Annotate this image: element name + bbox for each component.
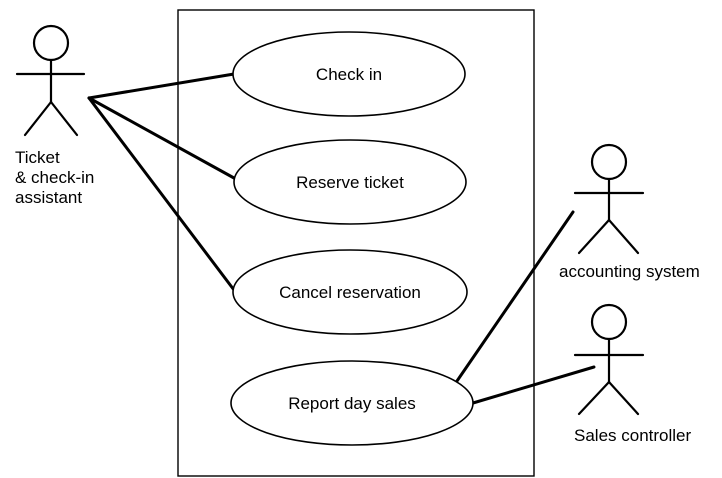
use-case-cancel-reservation: Cancel reservation <box>232 249 468 335</box>
actor-label: Ticket <box>15 148 60 167</box>
actor-sales-controller: Sales controller <box>573 303 692 445</box>
use-case-label: Report day sales <box>288 394 416 413</box>
use-case-reserve-ticket: Reserve ticket <box>233 139 467 225</box>
use-case-label: Check in <box>316 65 382 84</box>
association-sales-controller-report <box>471 365 596 405</box>
actor-label: assistant <box>15 188 82 207</box>
association-assistant-reserve-ticket <box>87 96 236 180</box>
stick-figure-icon <box>573 303 645 416</box>
use-case-label: Cancel reservation <box>279 283 421 302</box>
system-boundary <box>177 9 535 477</box>
use-case-label: Reserve ticket <box>296 173 404 192</box>
actor-label: & check-in <box>15 168 94 187</box>
actor-label: Sales controller <box>574 426 692 445</box>
actor-accounting-system: accounting system <box>559 143 700 281</box>
stick-figure-icon <box>573 143 645 255</box>
association-assistant-check-in <box>87 72 236 100</box>
association-assistant-cancel-reservation <box>87 96 236 292</box>
association-accounting-report <box>455 210 575 383</box>
use-case-check-in: Check in <box>232 31 466 117</box>
stick-figure-icon <box>15 24 86 137</box>
actor-ticket-assistant: Ticket & check-in assistant <box>15 24 94 207</box>
actor-label: accounting system <box>559 262 700 281</box>
use-case-report-day-sales: Report day sales <box>230 360 474 446</box>
